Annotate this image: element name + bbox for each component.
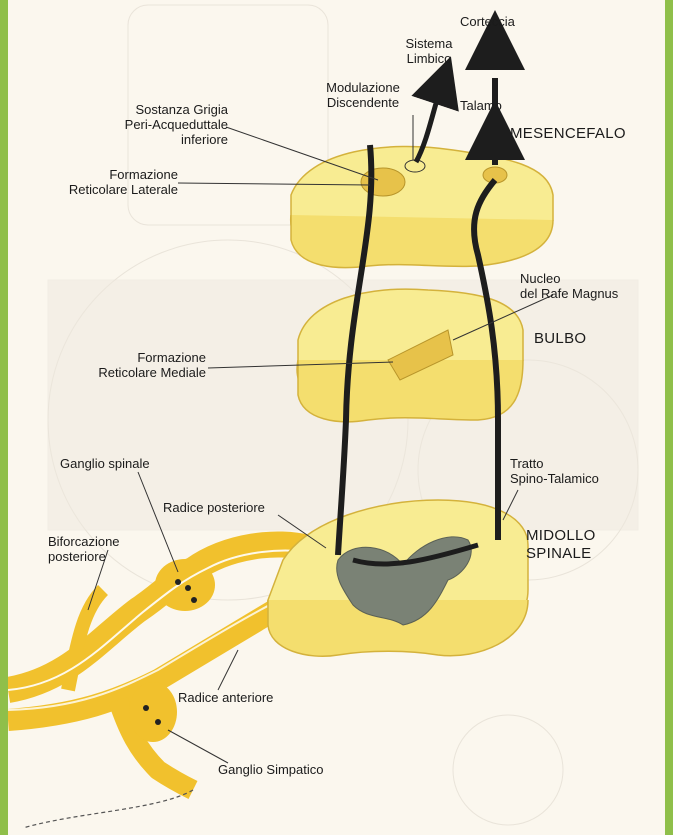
label-ganglio-simpatico: Ganglio Simpatico [218,762,324,777]
label-tratto-spino-talamico: Tratto Spino-Talamico [510,456,599,486]
label-modulazione-discendente: Modulazione Discendente [308,80,418,110]
ganglio-spinale-shape [155,559,215,611]
label-biforcazione-posteriore: Biforcazione posteriore [48,534,120,564]
label-midollo-spinale: MIDOLLO SPINALE [526,527,596,563]
label-radice-posteriore: Radice posteriore [163,500,265,515]
label-sostanza-grigia: Sostanza Grigia Peri-Acqueduttale inferi… [83,102,228,147]
ganglio-simpatico-shape [129,682,177,742]
label-radice-anteriore: Radice anteriore [178,690,273,705]
label-corteccia: Corteccia [460,14,515,29]
label-talamo: Talamo [460,98,502,113]
mesencefalo-block [291,146,553,267]
label-mesencefalo: MESENCEFALO [510,125,626,143]
label-nucleo-rafe-magnus: Nucleo del Rafe Magnus [520,271,618,301]
label-sistema-limbico: Sistema Limbico [394,36,464,66]
diagram-canvas: Corteccia Sistema Limbico Modulazione Di… [8,0,665,835]
label-bulbo: BULBO [534,330,586,348]
peripheral-nerves [8,544,308,828]
label-formazione-reticolare-mediale: Formazione Reticolare Mediale [66,350,206,380]
label-ganglio-spinale: Ganglio spinale [60,456,150,471]
label-formazione-reticolare-laterale: Formazione Reticolare Laterale [43,167,178,197]
